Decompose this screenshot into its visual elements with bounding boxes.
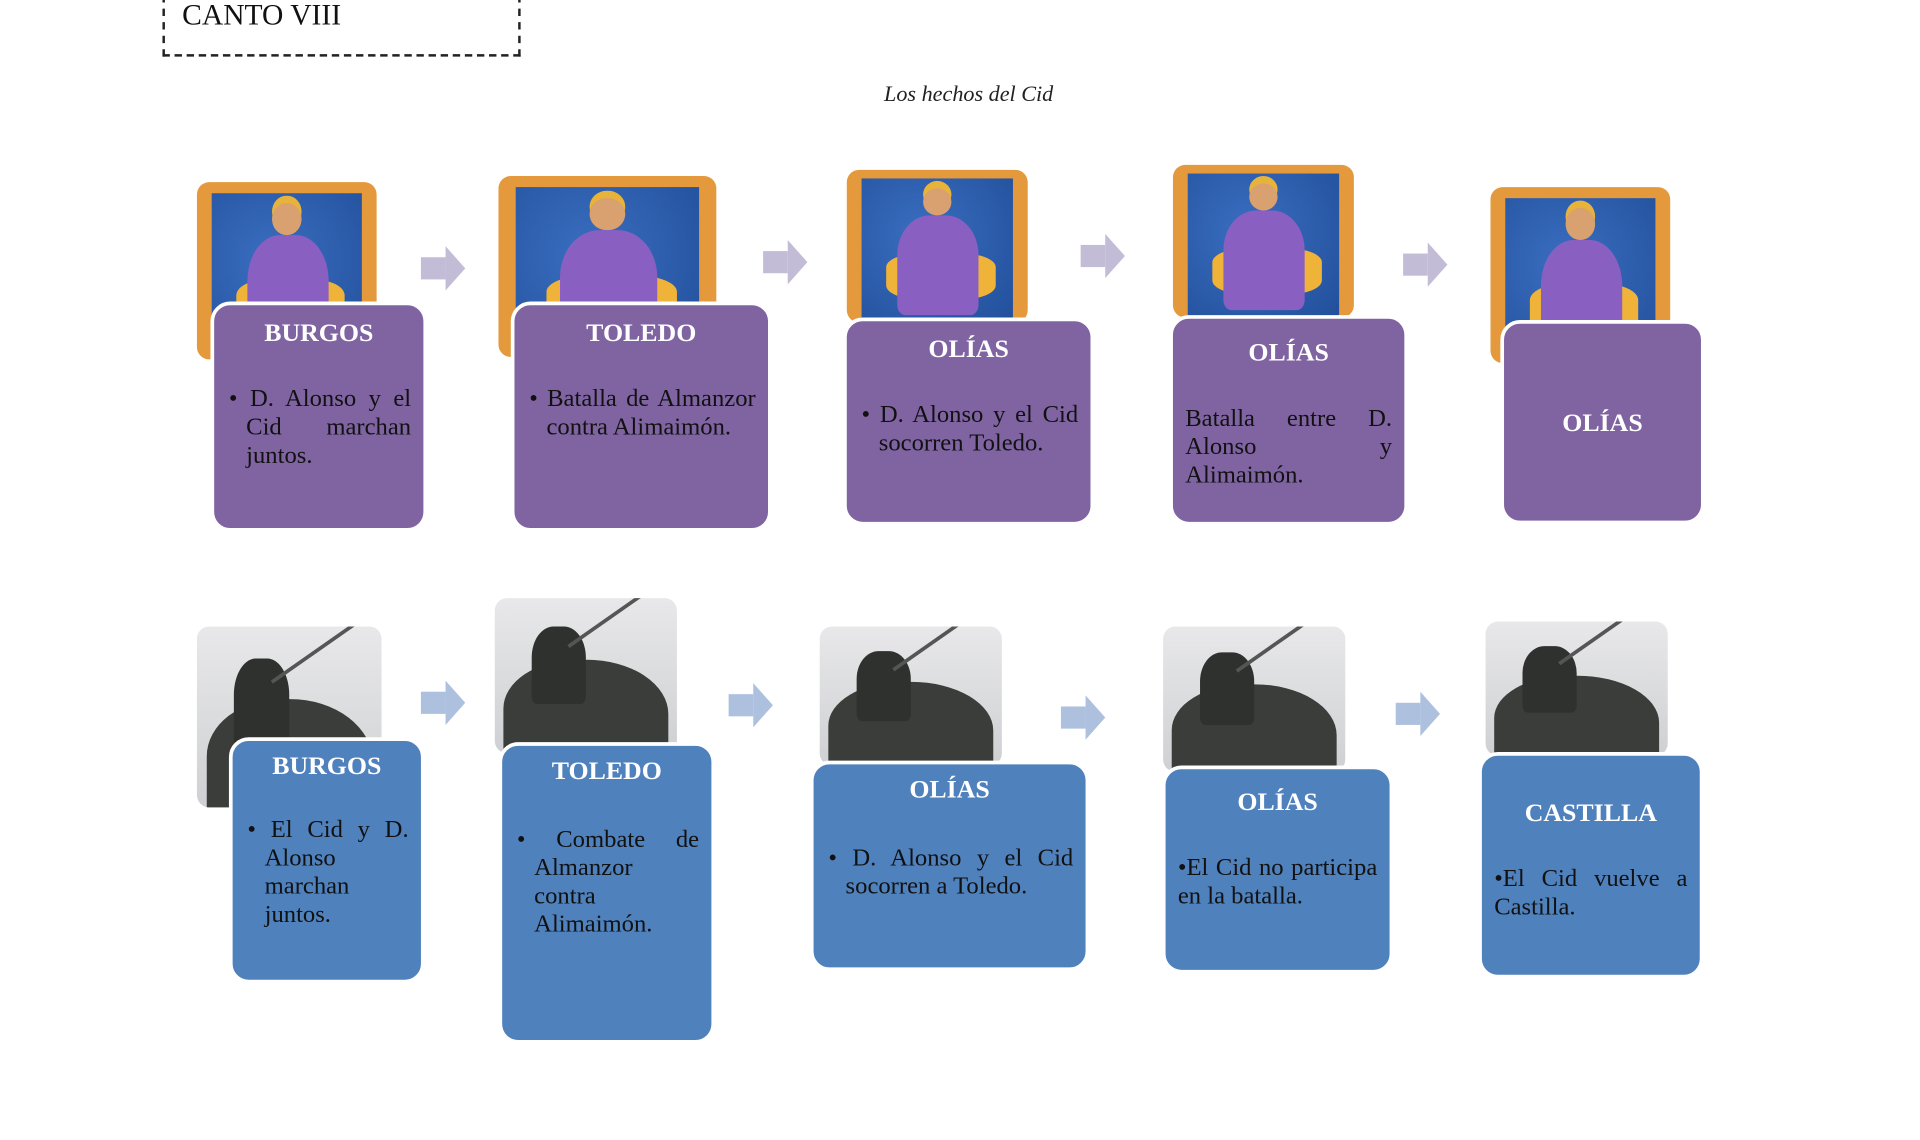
card-text: • D. Alonso y el Cid socorren Toledo.: [861, 401, 1079, 457]
card-text: • D. Alonso y el Cid socorren a Toledo.: [828, 844, 1074, 900]
event-card: OLÍAS • D. Alonso y el Cid socorren a Tol…: [809, 760, 1090, 972]
canto-title-box: CANTO VIII: [162, 0, 521, 57]
card-heading: OLÍAS: [928, 333, 1009, 364]
event-card: TOLEDO • Batalla de Almanzor contra Alima…: [510, 301, 772, 532]
card-heading: TOLEDO: [586, 317, 697, 348]
card-heading: BURGOS: [264, 317, 374, 348]
card-heading: OLÍAS: [1248, 337, 1329, 367]
card-text: •El Cid vuelve a Castilla.: [1494, 865, 1688, 921]
card-heading: OLÍAS: [1562, 407, 1643, 437]
event-card: OLÍAS • D. Alonso y el Cid socorren Toled…: [843, 317, 1095, 526]
event-card: TOLEDO • Combate de Almanzor contra Alima…: [498, 742, 716, 1044]
card-text: • Combate de Almanzor contra Alimaimón.: [516, 825, 700, 938]
canto-title: CANTO VIII: [182, 0, 342, 33]
card-heading: BURGOS: [272, 750, 382, 781]
card-heading: OLÍAS: [909, 774, 990, 804]
card-text: • El Cid y D. Alonso marchan juntos.: [247, 816, 409, 929]
card-heading: OLÍAS: [1237, 786, 1318, 817]
event-card: OLÍAS Batalla entre D. Alonso y Alimaimón…: [1169, 315, 1409, 526]
cid-statue-image: [1163, 626, 1346, 772]
king-portrait-image: [1172, 164, 1354, 318]
event-card: OLÍAS •El Cid no participa en la batalla.: [1161, 765, 1394, 974]
event-card: BURGOS • D. Alonso y el Cid marchan junto…: [210, 301, 428, 532]
cid-statue-image: [1485, 621, 1668, 756]
card-text: • Batalla de Almanzor contra Alimaimón.: [529, 385, 756, 441]
event-card: BURGOS • El Cid y D. Alonso marchan junto…: [228, 737, 425, 984]
card-text: •El Cid no participa en la batalla.: [1177, 854, 1378, 910]
cid-statue-image: [819, 626, 1002, 766]
card-heading: CASTILLA: [1524, 797, 1657, 828]
subtitle: Los hechos del Cid: [884, 81, 1054, 106]
card-text: • D. Alonso y el Cid marchan juntos.: [228, 385, 412, 469]
event-card: OLÍAS: [1500, 320, 1705, 525]
card-heading: TOLEDO: [551, 755, 662, 786]
king-portrait-image: [196, 182, 377, 360]
cid-statue-image: [494, 598, 677, 754]
king-portrait-image: [846, 169, 1028, 323]
card-text: Batalla entre D. Alonso y Alimaimón.: [1185, 404, 1393, 489]
event-card: CASTILLA •El Cid vuelve a Castilla.: [1478, 752, 1704, 979]
